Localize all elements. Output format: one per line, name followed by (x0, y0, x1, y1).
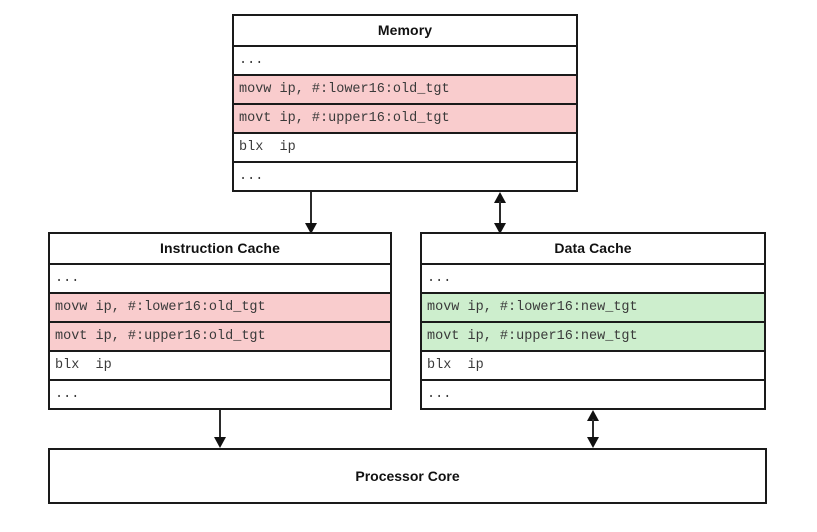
arrow-shaft (499, 201, 501, 225)
arrowhead-up-icon (587, 410, 599, 421)
memory-title: Memory (234, 16, 576, 47)
memory-row-2: movt ip, #:upper16:old_tgt (234, 105, 576, 134)
data-cache-box: Data Cache ... movw ip, #:lower16:new_tg… (420, 232, 766, 410)
arrowhead-down-icon (305, 223, 317, 234)
instruction-cache-row-2: movt ip, #:upper16:old_tgt (50, 323, 390, 352)
instruction-cache-title: Instruction Cache (50, 234, 390, 265)
memory-row-0: ... (234, 47, 576, 76)
arrowhead-down-icon (494, 223, 506, 234)
data-cache-title: Data Cache (422, 234, 764, 265)
arrowhead-up-icon (494, 192, 506, 203)
instruction-cache-row-1: movw ip, #:lower16:old_tgt (50, 294, 390, 323)
arrow-shaft (310, 192, 312, 225)
processor-core-box: Processor Core (48, 448, 767, 504)
arrowhead-down-icon (214, 437, 226, 448)
arrow-data-cache-to-core (587, 410, 599, 450)
arrow-shaft (592, 419, 594, 439)
data-cache-row-2: movt ip, #:upper16:new_tgt (422, 323, 764, 352)
arrow-shaft (219, 410, 221, 439)
instruction-cache-box: Instruction Cache ... movw ip, #:lower16… (48, 232, 392, 410)
instruction-cache-row-4: ... (55, 387, 80, 402)
arrow-memory-to-instruction-cache (305, 192, 317, 234)
memory-row-1: movw ip, #:lower16:old_tgt (234, 76, 576, 105)
arrow-instruction-cache-to-core (214, 410, 226, 450)
memory-row-4: ... (239, 169, 264, 184)
data-cache-row-0: ... (422, 265, 764, 294)
memory-row-3: blx ip (234, 134, 576, 163)
data-cache-row-1: movw ip, #:lower16:new_tgt (422, 294, 764, 323)
memory-box: Memory ... movw ip, #:lower16:old_tgt mo… (232, 14, 578, 192)
instruction-cache-row-0: ... (50, 265, 390, 294)
data-cache-row-3: blx ip (422, 352, 764, 381)
arrowhead-down-icon (587, 437, 599, 448)
arrow-memory-to-data-cache (494, 192, 506, 234)
instruction-cache-row-3: blx ip (50, 352, 390, 381)
data-cache-row-4: ... (427, 387, 452, 402)
processor-core-title: Processor Core (355, 468, 460, 484)
